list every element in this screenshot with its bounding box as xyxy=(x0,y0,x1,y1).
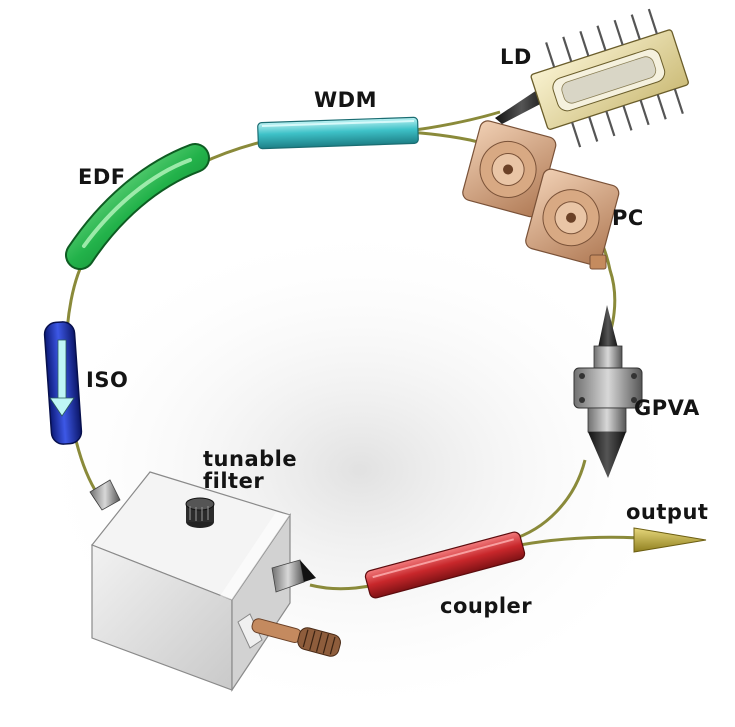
filter-output-connector xyxy=(271,559,316,593)
label-edf: EDF xyxy=(78,165,126,189)
label-tunable-filter-line2: filter xyxy=(203,469,265,493)
label-output: output xyxy=(626,500,709,524)
label-iso: ISO xyxy=(86,368,129,392)
edf-component xyxy=(65,143,210,270)
fiber-output xyxy=(519,535,641,547)
label-gpva: GPVA xyxy=(634,396,700,420)
filter-input-connector xyxy=(89,479,121,511)
label-coupler: coupler xyxy=(440,594,533,618)
tunable-filter-component xyxy=(89,471,341,692)
label-ld: LD xyxy=(500,45,532,69)
iso-component xyxy=(43,321,83,445)
filter-knob-icon xyxy=(185,497,215,528)
wdm-component xyxy=(257,116,419,150)
ld-component xyxy=(495,8,689,148)
label-tunable-filter-line1: tunable xyxy=(203,447,298,471)
fiber-gpva-to-coupler xyxy=(509,459,587,542)
gpva-component xyxy=(573,305,643,478)
label-pc: PC xyxy=(612,206,644,230)
output-arrow-icon xyxy=(633,527,707,553)
filter-tuning-screw xyxy=(237,613,341,657)
coupler-component xyxy=(364,531,526,599)
pc-component xyxy=(462,120,620,270)
label-wdm: WDM xyxy=(314,88,377,112)
fiber-wdm-to-ld xyxy=(414,110,501,132)
iso-arrow-icon xyxy=(49,339,75,417)
label-tunable-filter: tunable filter xyxy=(203,448,297,492)
